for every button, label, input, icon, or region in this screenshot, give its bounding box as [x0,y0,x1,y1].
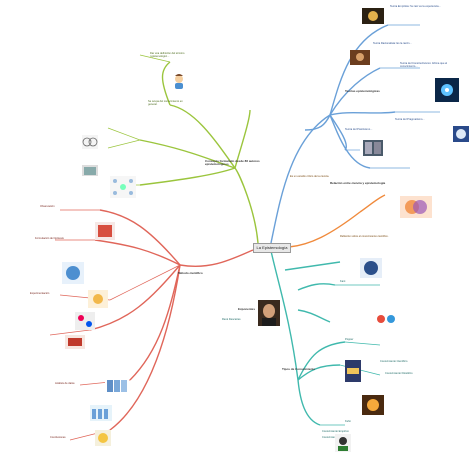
history-item-3: Teoría del Constructivismo: Afirma que e… [400,62,448,69]
teal-item-4: Kuhn [345,420,352,423]
history-item-1: Teoría Empirista: Su raíz es la experien… [390,5,441,8]
science-image-3 [88,290,108,308]
objects-item-3: Conocimiento Empírico [322,430,349,433]
science-image-4 [75,312,95,330]
blue-branch [270,24,396,244]
orange-item-1: Es un estudio crítico de la ciencia. [290,175,330,178]
definition-item-2: Se ocupa del conocimiento en general. [148,100,183,107]
science-image-2 [62,262,84,284]
history-image-1 [362,8,384,24]
teal-item-3: Popper [345,338,354,341]
orange-branch [288,194,386,248]
science-item-5: Conclusiones [50,436,66,439]
science-item-3: Experimentación [30,292,50,295]
branch-label-history[interactable]: Teorías epistemológicas [345,89,380,93]
branch-label-science[interactable]: Método científico [178,271,203,275]
teal-branch [270,250,346,426]
history-image-5 [453,126,469,142]
teal-item-1: René Descartes [222,318,241,321]
teal-image-3-book [345,360,361,382]
definition-image-1 [82,135,98,149]
green-subbranches [107,54,171,186]
definition-image-3 [110,176,136,198]
science-image-8 [95,430,111,446]
objects-item-1: Conocimiento Científico [380,360,408,363]
definition-image-2 [82,164,98,176]
red-branch [89,209,254,431]
branch-label-teal[interactable]: Exponentes [238,307,256,311]
objects-item-2: Conocimiento Filosófico [385,372,413,375]
science-image-7 [90,405,112,421]
orange-item-2: Reflexión sobre el conocimiento científi… [340,235,389,238]
science-image-1 [95,222,115,240]
history-image-4 [363,140,383,156]
central-topic[interactable]: La Epistemología [253,243,291,253]
science-image-5 [65,335,85,349]
science-item-4: Análisis de datos [55,382,75,385]
definition-item-1: Dar una definición del término 'epistemo… [150,52,185,59]
portrait-image-descartes [258,300,280,326]
student-illustration-image [170,72,188,90]
orange-image-venn [400,196,432,218]
teal-image-1 [360,258,382,278]
green-branch [139,61,259,244]
teal-item-2: Kant [340,280,346,283]
science-item-2: Formulación de hipótesis [35,237,64,240]
history-item-5: Teoría del Positivismo... [345,128,373,131]
teal-image-4 [362,395,384,415]
teal-image-2 [375,310,397,328]
history-item-2: Teoría Racionalista: Es la razón... [373,42,412,45]
teal-image-5 [335,434,351,452]
blue-subbranches [345,24,440,169]
branch-label-objects[interactable]: Tipos de Conocimiento [282,367,316,371]
history-item-4: Teoría del Pragmatismo... [395,118,425,121]
science-image-6 [105,378,129,394]
history-image-3 [435,78,459,102]
branch-label-definition[interactable]: Concepto formulado desde 86 autores epis… [205,159,260,167]
history-image-2 [350,50,370,65]
science-item-1: Observación [40,205,55,208]
red-subbranches [49,209,181,441]
branch-label-orange[interactable]: Relación entre ciencia y epistemología [330,181,386,185]
